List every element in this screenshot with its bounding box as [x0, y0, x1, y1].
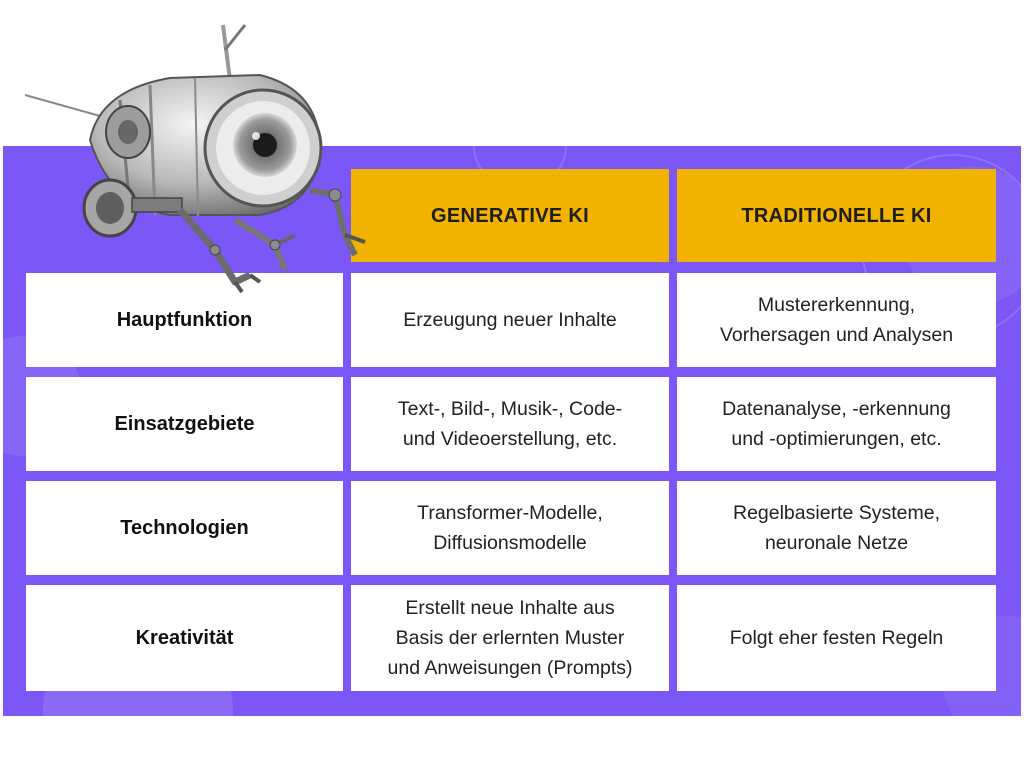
robot-eye-icon [24, 24, 366, 294]
cell-traditional-technologien: Regelbasierte Systeme,neuronale Netze [677, 481, 996, 575]
row-label-einsatzgebiete: Einsatzgebiete [26, 377, 343, 471]
cell-generative-einsatzgebiete: Text-, Bild-, Musik-, Code-und Videoerst… [351, 377, 669, 471]
header-generative-ki: GENERATIVE KI [351, 169, 669, 262]
header-traditionelle-ki: TRADITIONELLE KI [677, 169, 996, 262]
row-label-technologien: Technologien [26, 481, 343, 575]
cell-generative-hauptfunktion: Erzeugung neuer Inhalte [351, 273, 669, 367]
row-label-kreativitaet: Kreativität [26, 585, 343, 691]
row-label-hauptfunktion: Hauptfunktion [26, 273, 343, 367]
cell-traditional-hauptfunktion: Mustererkennung,Vorhersagen und Analysen [677, 273, 996, 367]
cell-generative-technologien: Transformer-Modelle,Diffusionsmodelle [351, 481, 669, 575]
cell-traditional-kreativitaet: Folgt eher festen Regeln [677, 585, 996, 691]
